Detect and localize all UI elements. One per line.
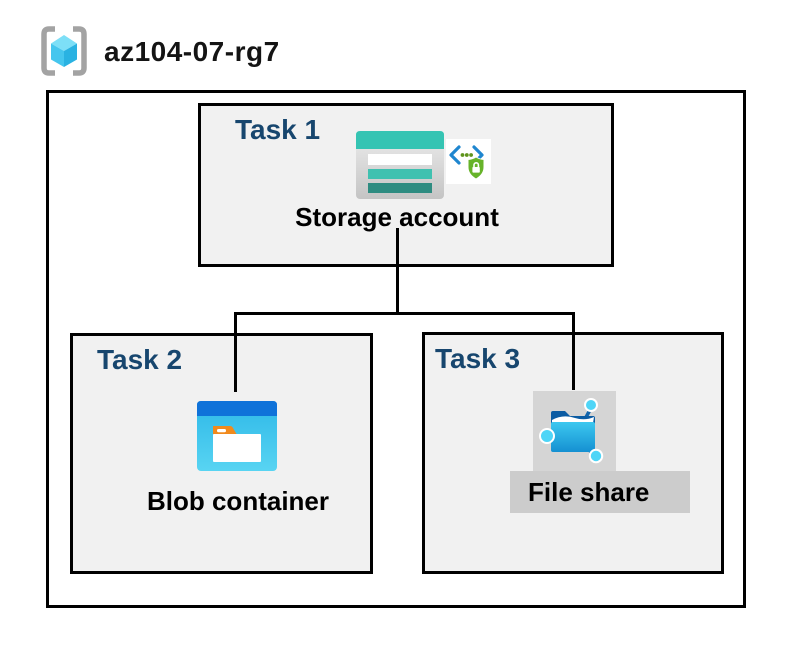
task1-label: Task 1 <box>235 114 321 145</box>
task2-label: Task 2 <box>97 344 183 375</box>
connector-storage-down <box>396 228 399 315</box>
file-share-icon <box>539 398 604 464</box>
task1-box: Task 1 Storage accoun <box>198 103 614 267</box>
resource-group-icon <box>41 26 87 76</box>
task3-box: Task 3 File share <box>422 332 724 574</box>
resource-group-title: az104-07-rg7 <box>104 36 280 67</box>
blob-container-label: Blob container <box>146 486 329 516</box>
file-share-label-highlight: File share <box>510 471 690 513</box>
file-share-label: File share <box>528 476 650 507</box>
task3-label: Task 3 <box>435 343 521 374</box>
task2-box: Task 2 Blob container <box>70 333 373 574</box>
connector-to-file-share <box>572 312 575 390</box>
blob-container-icon <box>197 401 277 471</box>
connector-to-blob-container <box>234 312 237 392</box>
storage-account-icon <box>356 131 444 199</box>
storage-account-label: Storage account <box>295 202 499 232</box>
connector-branch-horizontal <box>234 312 575 315</box>
secure-access-icon <box>446 139 491 184</box>
